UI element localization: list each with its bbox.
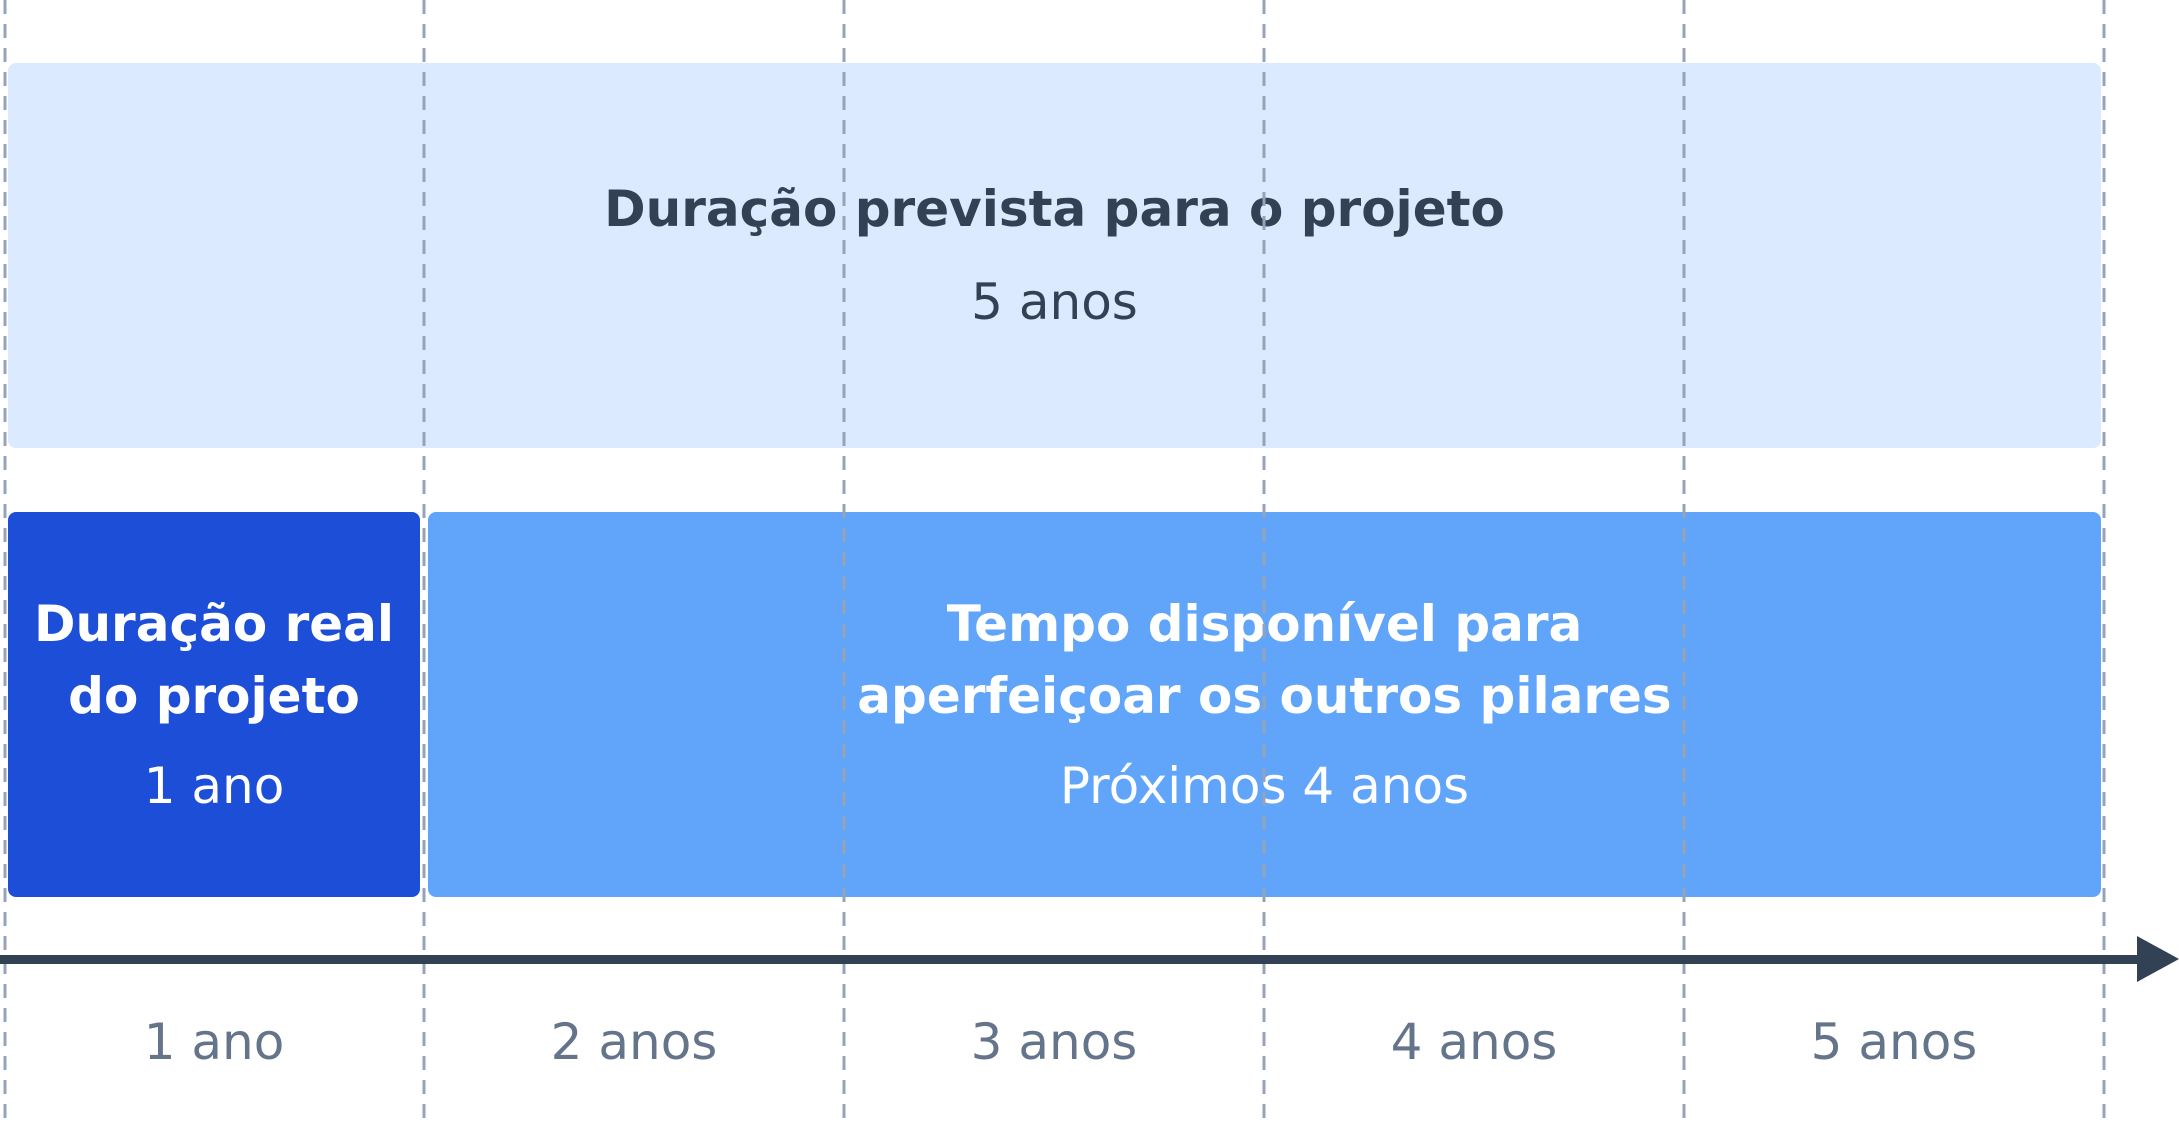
actual-duration-value: 1 ano [143, 756, 285, 815]
axis-arrow-icon [2137, 936, 2179, 982]
actual-duration-title: Duração real do projeto [33, 594, 395, 725]
axis-label-year-1: 1 ano [143, 1013, 285, 1071]
planned-duration-box: Duração prevista para o projeto 5 anos [8, 63, 2101, 448]
actual-duration-box: Duração real do projeto 1 ano [8, 512, 420, 897]
axis-label-year-4: 4 anos [1390, 1013, 1558, 1071]
axis-label-year-2: 2 anos [550, 1013, 718, 1071]
timeline-axis [0, 955, 2143, 964]
axis-label-year-5: 5 anos [1810, 1013, 1978, 1071]
axis-label-year-3: 3 anos [970, 1013, 1138, 1071]
planned-duration-value: 5 anos [971, 272, 1138, 331]
available-time-title: Tempo disponível para aperfeiçoar os out… [857, 594, 1672, 725]
planned-duration-title: Duração prevista para o projeto [604, 179, 1505, 238]
